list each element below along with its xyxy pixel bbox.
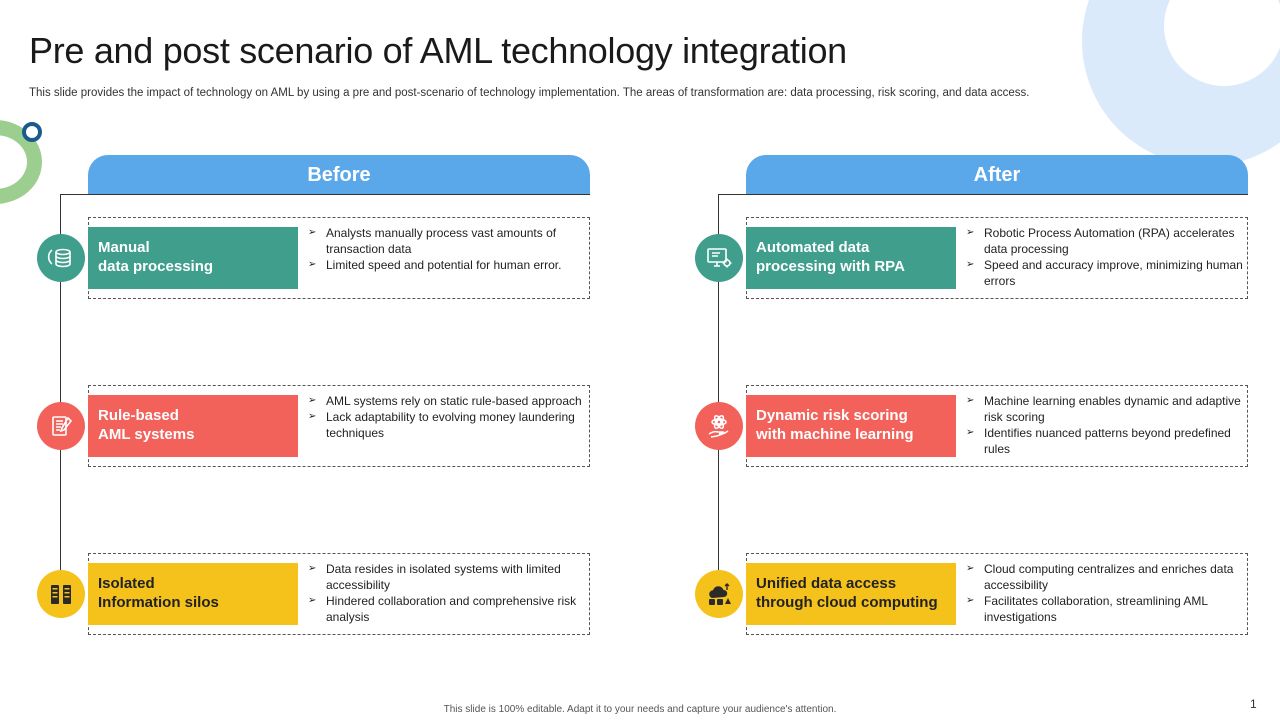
slide-subtitle: This slide provides the impact of techno…: [29, 87, 1030, 99]
after-panel: After Automated data processing with RPA…: [658, 155, 1280, 655]
bullet-item: Speed and accuracy improve, minimizing h…: [964, 257, 1244, 289]
bullet-item: Cloud computing centralizes and enriches…: [964, 561, 1244, 593]
before-row-rule-based: Rule-based AML systems AML systems rely …: [0, 385, 600, 467]
after-header: After: [746, 155, 1248, 195]
row-label: Automated data processing with RPA: [746, 227, 956, 289]
bullet-list: Analysts manually process vast amounts o…: [306, 225, 586, 273]
bullet-item: Facilitates collaboration, streamlining …: [964, 593, 1244, 625]
before-row-isolated-silos: Isolated Information silos Data resides …: [0, 553, 600, 635]
rulebook-icon: [37, 402, 85, 450]
timeline-line: [718, 194, 719, 594]
bullet-item: AML systems rely on static rule-based ap…: [306, 393, 586, 409]
bullet-item: Machine learning enables dynamic and ada…: [964, 393, 1244, 425]
bullet-item: Data resides in isolated systems with li…: [306, 561, 586, 593]
bullet-item: Robotic Process Automation (RPA) acceler…: [964, 225, 1244, 257]
bullet-list: Cloud computing centralizes and enriches…: [964, 561, 1244, 625]
row-label: Manual data processing: [88, 227, 298, 289]
after-row-cloud-access: Unified data access through cloud comput…: [658, 553, 1258, 635]
server-silos-icon: [37, 570, 85, 618]
bullet-item: Lack adaptability to evolving money laun…: [306, 409, 586, 441]
bullet-list: Machine learning enables dynamic and ada…: [964, 393, 1244, 457]
after-row-ml-risk: Dynamic risk scoring with machine learni…: [658, 385, 1258, 467]
bullet-item: Identifies nuanced patterns beyond prede…: [964, 425, 1244, 457]
row-label: Rule-based AML systems: [88, 395, 298, 457]
timeline-line: [60, 194, 61, 594]
page-number: 1: [1250, 697, 1257, 711]
ml-hand-icon: [695, 402, 743, 450]
bullet-list: Data resides in isolated systems with li…: [306, 561, 586, 625]
slide-title: Pre and post scenario of AML technology …: [29, 30, 847, 71]
header-divider: [718, 194, 1248, 195]
row-label: Unified data access through cloud comput…: [746, 563, 956, 625]
decorative-dot-left: [22, 122, 42, 142]
before-header: Before: [88, 155, 590, 195]
bullet-list: Robotic Process Automation (RPA) acceler…: [964, 225, 1244, 289]
database-icon: [37, 234, 85, 282]
row-label: Dynamic risk scoring with machine learni…: [746, 395, 956, 457]
bullet-list: AML systems rely on static rule-based ap…: [306, 393, 586, 441]
after-row-rpa: Automated data processing with RPA Robot…: [658, 217, 1258, 299]
bullet-item: Hindered collaboration and comprehensive…: [306, 593, 586, 625]
bullet-item: Analysts manually process vast amounts o…: [306, 225, 586, 257]
before-row-data-processing: Manual data processing Analysts manually…: [0, 217, 600, 299]
cloud-data-icon: [695, 570, 743, 618]
automation-monitor-icon: [695, 234, 743, 282]
slide-footer: This slide is 100% editable. Adapt it to…: [443, 704, 837, 715]
bullet-item: Limited speed and potential for human er…: [306, 257, 586, 273]
before-panel: Before Manual data processing Analysts m…: [0, 155, 660, 655]
header-divider: [60, 194, 590, 195]
row-label: Isolated Information silos: [88, 563, 298, 625]
